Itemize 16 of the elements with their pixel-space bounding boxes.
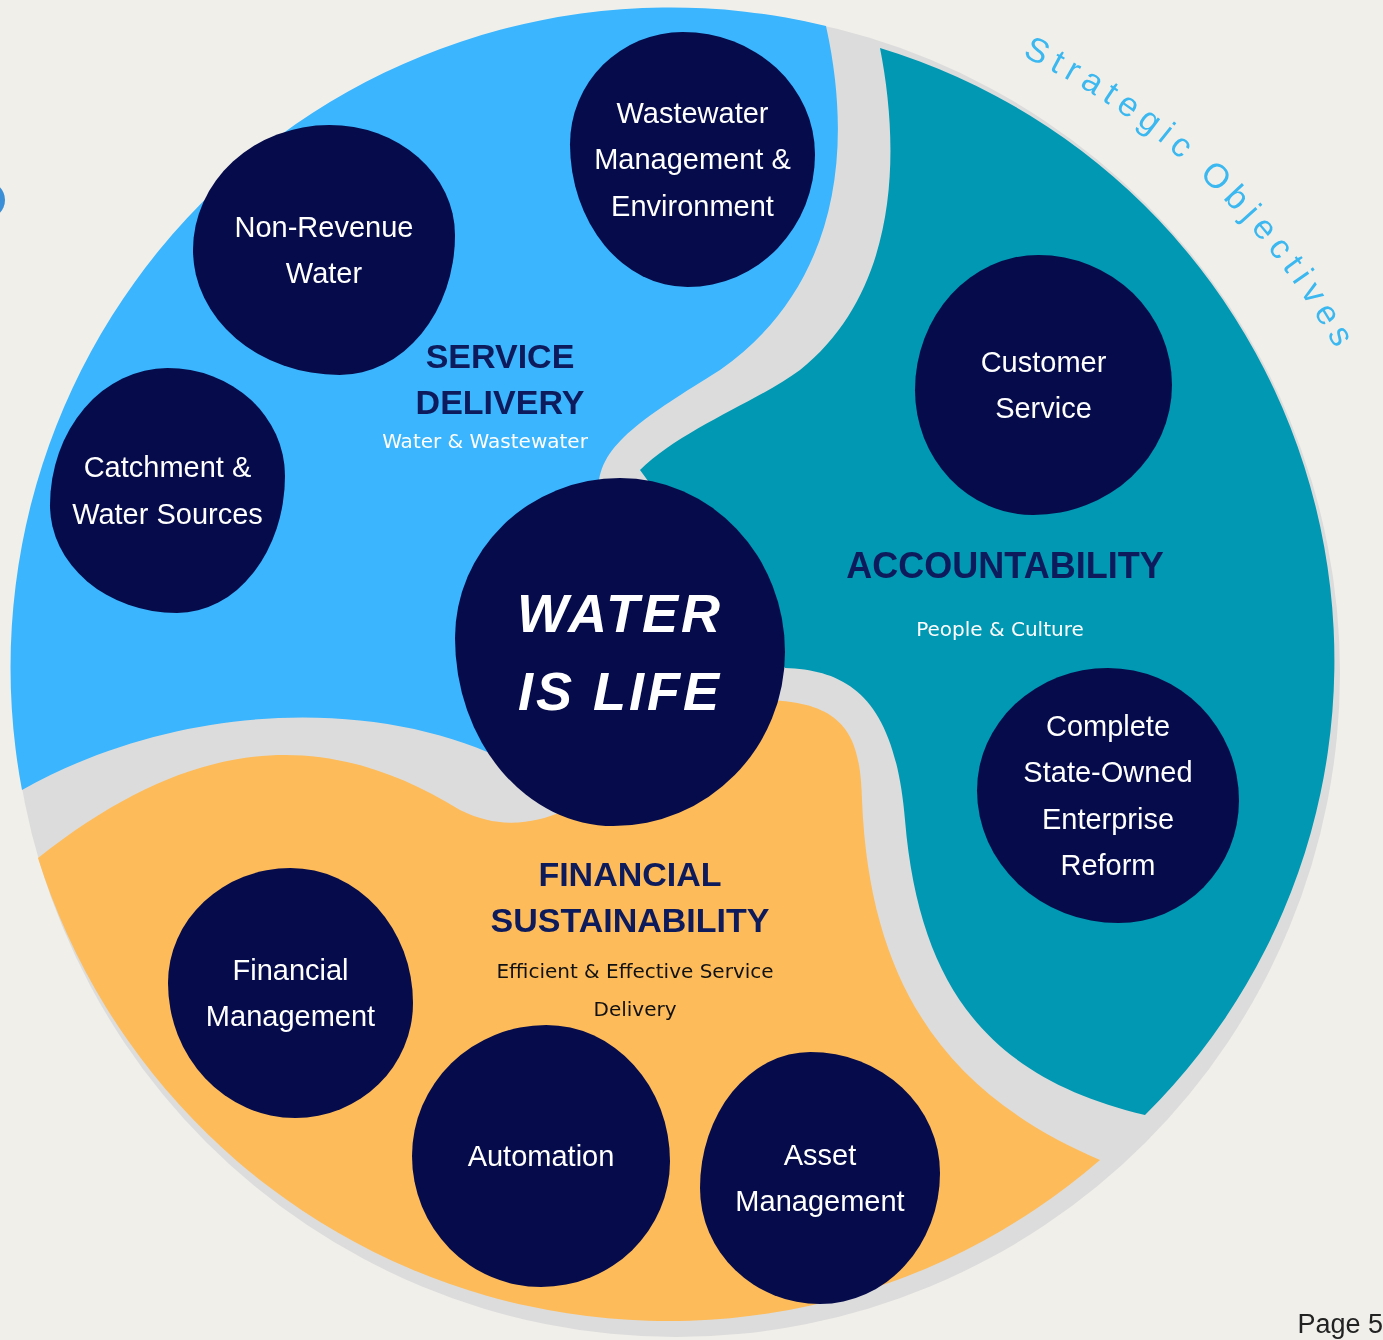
topic-label: Wastewater Management & Environment [593,95,792,224]
topic-label: Automation [467,1138,615,1174]
topic-label: Asset Management [734,1137,906,1219]
topic-label: Complete State-Owned Enterprise Reform [1022,708,1194,883]
page-number: Page 5 [1297,1310,1383,1340]
topic-label: Non-Revenue Water [233,209,415,291]
segment-title: ACCOUNTABILITY [845,544,1165,588]
segment-subtitle: Water & Wastewater [381,428,589,455]
topic-label: Financial Management [204,952,377,1034]
segment-title: FINANCIAL SUSTAINABILITY [489,854,771,941]
segment-title: SERVICE DELIVERY [414,336,586,423]
segment-subtitle: People & Culture [915,616,1085,643]
topic-label: Catchment & Water Sources [71,450,264,532]
motto-text: WATER IS LIFE [516,581,724,723]
topic-label: Customer Service [979,344,1108,426]
segment-subtitle: Efficient & Effective Service Delivery [495,958,775,1023]
